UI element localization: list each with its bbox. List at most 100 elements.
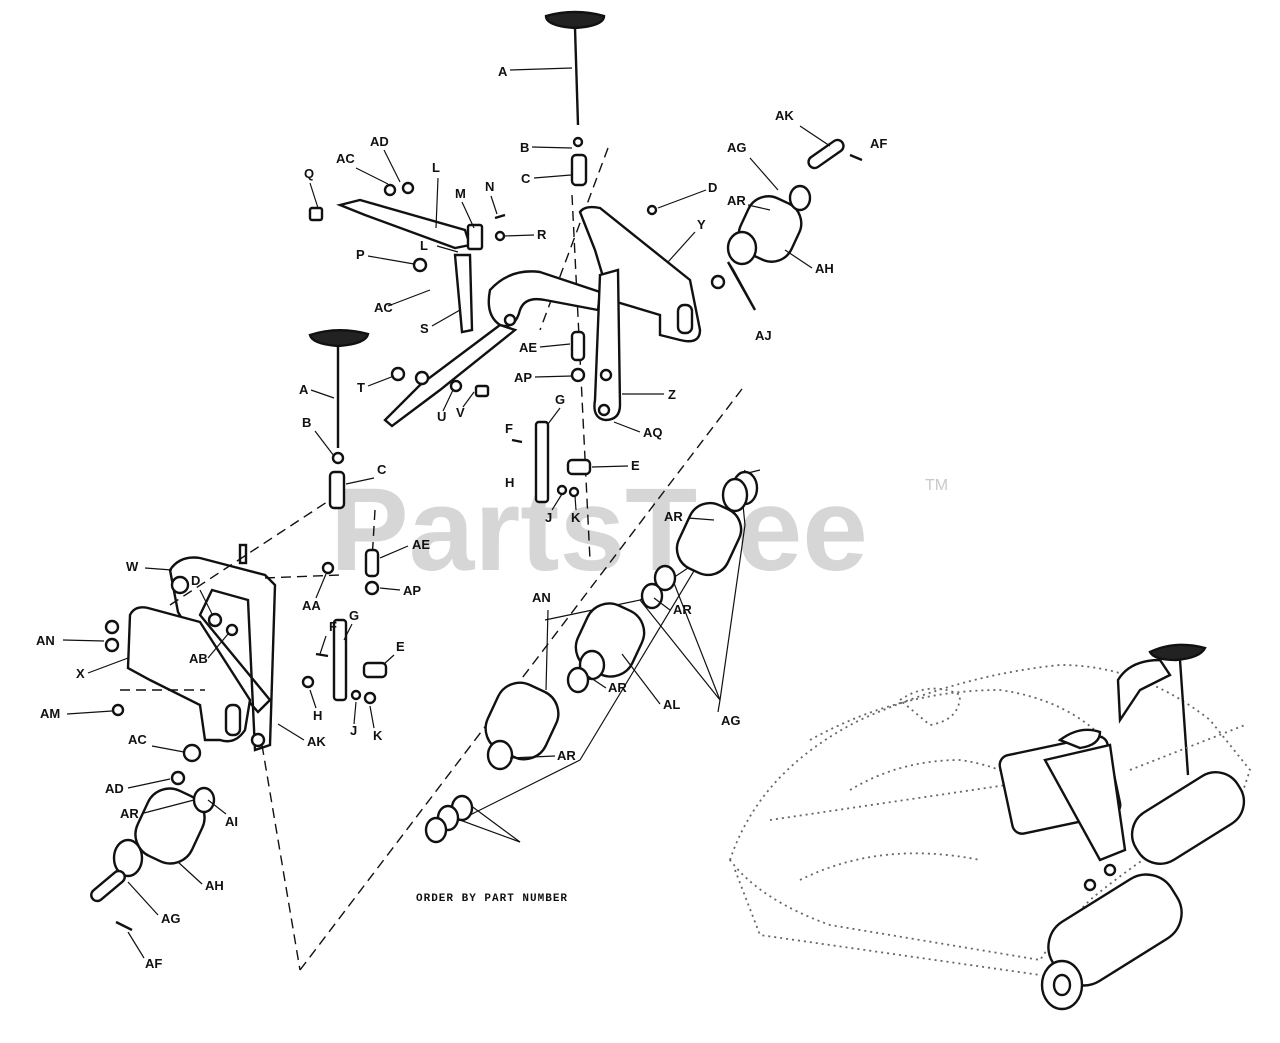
upper-vertical-arm	[593, 268, 622, 422]
svg-text:AD: AD	[370, 134, 389, 149]
callout: N	[485, 179, 498, 215]
svg-text:L: L	[432, 160, 440, 175]
callout: AD	[105, 778, 171, 796]
svg-text:W: W	[126, 559, 139, 574]
callout: AC	[336, 151, 389, 185]
callout: Y	[667, 217, 706, 263]
upper-spring-assembly	[511, 330, 592, 504]
svg-text:K: K	[571, 510, 581, 525]
callout: AC	[128, 732, 185, 753]
callout: AR	[664, 509, 715, 524]
upper-linkage	[308, 181, 506, 334]
callout: K	[571, 495, 581, 525]
svg-text:F: F	[505, 421, 513, 436]
callout: AM	[40, 706, 113, 721]
svg-text:J: J	[350, 723, 357, 738]
callout: G	[547, 392, 565, 425]
callout: S	[420, 309, 461, 336]
svg-text:C: C	[521, 171, 531, 186]
svg-text:A: A	[498, 64, 508, 79]
callout: B	[520, 140, 573, 155]
upper-lift-lever	[383, 270, 602, 428]
callout: M	[455, 186, 475, 229]
svg-text:AK: AK	[775, 108, 794, 123]
lower-left-roller	[90, 786, 216, 932]
svg-text:E: E	[396, 639, 405, 654]
callout: AF	[870, 136, 887, 151]
svg-text:A: A	[299, 382, 309, 397]
callout: AH	[177, 861, 224, 893]
callout: J	[545, 493, 563, 525]
callout: AQ	[613, 421, 663, 440]
svg-text:AR: AR	[727, 193, 746, 208]
callout: H	[309, 689, 322, 723]
svg-text:AP: AP	[514, 370, 532, 385]
watermark-tm: TM	[925, 477, 948, 494]
callout: AR	[587, 675, 627, 695]
callout: D	[657, 180, 717, 209]
svg-text:AH: AH	[205, 878, 224, 893]
callout: G	[343, 608, 359, 641]
callout: A	[498, 64, 573, 79]
callout: AB	[189, 633, 229, 666]
callouts: A B C D AK AF AG AR AH AJ Y Z AQ AD AC L…	[36, 64, 887, 971]
mower-deck-phantom-view	[728, 643, 1252, 1011]
svg-text:B: B	[520, 140, 529, 155]
lower-pivot-bracket	[126, 543, 277, 752]
callout: B	[302, 415, 335, 457]
callout: AR	[509, 748, 576, 763]
svg-text:AR: AR	[673, 602, 692, 617]
watermark-text: PartsTree	[330, 464, 868, 596]
svg-text:AE: AE	[412, 537, 430, 552]
callout: AK	[775, 108, 831, 147]
callout: L	[432, 160, 440, 229]
svg-text:AF: AF	[870, 136, 887, 151]
svg-text:R: R	[537, 227, 547, 242]
callout: AF	[127, 931, 162, 971]
svg-text:AL: AL	[663, 697, 680, 712]
svg-text:Y: Y	[697, 217, 706, 232]
svg-text:AC: AC	[336, 151, 355, 166]
callout: R	[502, 227, 547, 242]
callout: T	[357, 375, 395, 395]
svg-text:H: H	[505, 475, 514, 490]
svg-text:C: C	[377, 462, 387, 477]
svg-text:P: P	[356, 247, 365, 262]
svg-text:H: H	[313, 708, 322, 723]
svg-text:AK: AK	[307, 734, 326, 749]
callout: A	[299, 382, 335, 399]
svg-text:AA: AA	[302, 598, 321, 613]
svg-text:Z: Z	[668, 387, 676, 402]
lower-left-hardware	[104, 619, 202, 786]
lower-lift-handle	[308, 329, 370, 510]
svg-text:AM: AM	[40, 706, 60, 721]
svg-text:G: G	[555, 392, 565, 407]
svg-text:AR: AR	[664, 509, 683, 524]
svg-text:J: J	[545, 510, 552, 525]
callout: AA	[302, 573, 327, 613]
callout: V	[456, 391, 475, 420]
callout: E	[591, 458, 640, 473]
callout: F	[505, 421, 513, 436]
callout: AG	[717, 699, 741, 728]
svg-text:AR: AR	[608, 680, 627, 695]
upper-roller	[710, 138, 863, 311]
callout: AR	[653, 597, 692, 617]
svg-text:AG: AG	[721, 713, 741, 728]
svg-text:AD: AD	[105, 781, 124, 796]
callout: P	[356, 247, 415, 265]
svg-text:N: N	[485, 179, 494, 194]
svg-text:AI: AI	[225, 814, 238, 829]
svg-text:AC: AC	[128, 732, 147, 747]
svg-text:AP: AP	[403, 583, 421, 598]
lower-spring-assembly	[301, 548, 388, 705]
svg-text:X: X	[76, 666, 85, 681]
callout: L	[420, 238, 459, 253]
callout: AG	[127, 881, 181, 926]
callout: AN	[532, 590, 551, 691]
svg-text:AQ: AQ	[643, 425, 663, 440]
svg-text:AJ: AJ	[755, 328, 772, 343]
callout: K	[369, 705, 383, 743]
svg-text:L: L	[420, 238, 428, 253]
